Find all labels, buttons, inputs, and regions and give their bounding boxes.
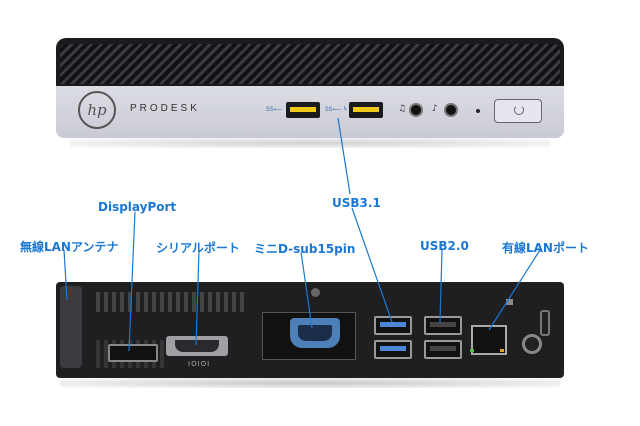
line-usb20 [439,249,443,323]
front-shadow [70,138,550,148]
serial-port-marking: IOIOI [188,360,211,368]
activity-led [476,109,480,113]
mini-dsub15-port [290,318,340,348]
label-wired-lan: 有線LANポート [502,241,589,255]
serial-port [166,336,228,356]
front-vent-grille [60,44,560,84]
line-usb31-front [337,117,351,195]
line-usb31-back [351,207,393,323]
displayport-port [108,344,158,362]
label-usb31: USB3.1 [332,196,381,210]
line-dsub [300,251,313,329]
label-wireless-antenna: 無線LANアンテナ [20,240,119,254]
dc-power-jack [522,334,542,354]
lan-activity-led [500,349,504,352]
chassis-screw [311,288,320,297]
label-serial-port: シリアルポート [156,241,240,255]
headphone-icon: ♫ [398,104,407,114]
front-usb-port-1 [286,102,320,118]
lan-link-led [470,349,474,352]
back-shadow [60,378,560,388]
headset-icon: ♪ [432,104,438,114]
power-icon [514,105,524,115]
cable-hook [540,310,550,336]
label-usb20: USB2.0 [420,239,469,253]
brand-label: PRODESK [130,103,200,114]
headset-jack [444,103,458,117]
front-usb-port-2 [349,102,383,118]
wireless-antenna [60,286,82,368]
hp-logo: hp [78,91,116,129]
back-usb31-port-1 [374,316,412,335]
back-usb20-port-1 [424,316,462,335]
power-button [494,99,542,123]
back-usb20-port-2 [424,340,462,359]
label-displayport: DisplayPort [98,200,177,214]
headphone-jack [409,103,423,117]
line-antenna [63,249,68,301]
usb-charge-tag: SS⟵ ϟ [325,106,348,113]
label-mini-dsub: ミニD-sub15pin [254,242,356,256]
line-serial [195,250,200,346]
lock-icon [506,299,513,305]
line-lan [488,249,541,331]
back-usb31-port-2 [374,340,412,359]
back-vent [96,292,246,312]
line-displayport [128,211,136,352]
usb-superspeed-tag: SS⟵ [266,106,283,113]
